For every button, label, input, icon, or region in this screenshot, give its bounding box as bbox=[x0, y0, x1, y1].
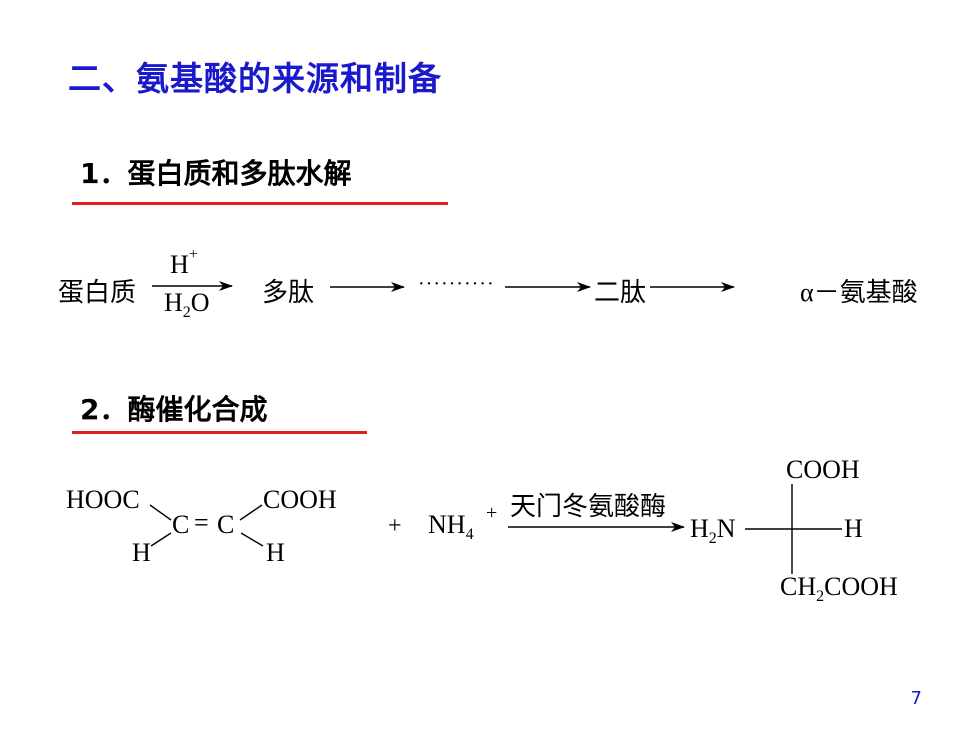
reactant-protein: 蛋白质 bbox=[58, 278, 137, 307]
bond-hooc-c1 bbox=[149, 504, 172, 521]
catalyst-acid-charge: + bbox=[188, 246, 198, 264]
product-amine: H2N bbox=[690, 514, 736, 548]
water-o: O bbox=[190, 288, 210, 317]
peptide-label: 多肽 bbox=[262, 278, 315, 307]
amine-subscript: 2 bbox=[708, 530, 717, 548]
amine-h: H bbox=[690, 514, 709, 543]
water-subscript: 2 bbox=[182, 304, 191, 322]
amine-n: N bbox=[716, 514, 736, 543]
plus-sign: + bbox=[388, 513, 402, 539]
bond-c2-cooh bbox=[239, 504, 263, 521]
page-number: 7 bbox=[910, 688, 922, 709]
ch2-c: CH bbox=[780, 572, 817, 601]
bond-c1-h bbox=[150, 532, 172, 547]
reactant-hooc: HOOC bbox=[66, 485, 140, 514]
reactant-double-bond: = bbox=[194, 508, 209, 537]
product-ch2cooh: CH2COOH bbox=[780, 572, 898, 606]
ammonium-ion: NH4 bbox=[428, 510, 474, 544]
reactant-h-right: H bbox=[266, 538, 285, 567]
catalyst-acid-symbol: H bbox=[170, 250, 189, 279]
amino-acid-label: α－氨基酸 bbox=[800, 278, 918, 307]
section2-underline bbox=[72, 431, 367, 434]
section1-underline bbox=[72, 202, 448, 205]
ammonium-nh: NH bbox=[428, 510, 466, 539]
catalyst-acid: H+ bbox=[170, 246, 198, 280]
bond-c2-h bbox=[240, 532, 264, 547]
section1-heading: 1．蛋白质和多肽水解 bbox=[80, 157, 352, 190]
catalyst-water: H2O bbox=[164, 288, 210, 322]
reactant-c2: C bbox=[217, 510, 235, 539]
reactant-h-left: H bbox=[132, 538, 151, 567]
ammonium-subscript: 4 bbox=[465, 526, 474, 544]
slide-title: 二、氨基酸的来源和制备 bbox=[68, 59, 442, 98]
section2-heading: 2．酶催化合成 bbox=[80, 393, 268, 426]
water-h: H bbox=[164, 288, 183, 317]
ammonium-charge: + bbox=[486, 502, 498, 524]
product-cooh-top: COOH bbox=[786, 455, 860, 484]
ellipsis: ·········· bbox=[418, 273, 495, 295]
reactant-c1: C bbox=[172, 510, 190, 539]
dipeptide-label: 二肽 bbox=[594, 278, 647, 307]
ch2-subscript: 2 bbox=[816, 588, 825, 606]
enzyme-label: 天门冬氨酸酶 bbox=[510, 492, 667, 521]
ch2-cooh: COOH bbox=[824, 572, 898, 601]
product-h-right: H bbox=[844, 514, 863, 543]
reactant-cooh: COOH bbox=[263, 485, 337, 514]
